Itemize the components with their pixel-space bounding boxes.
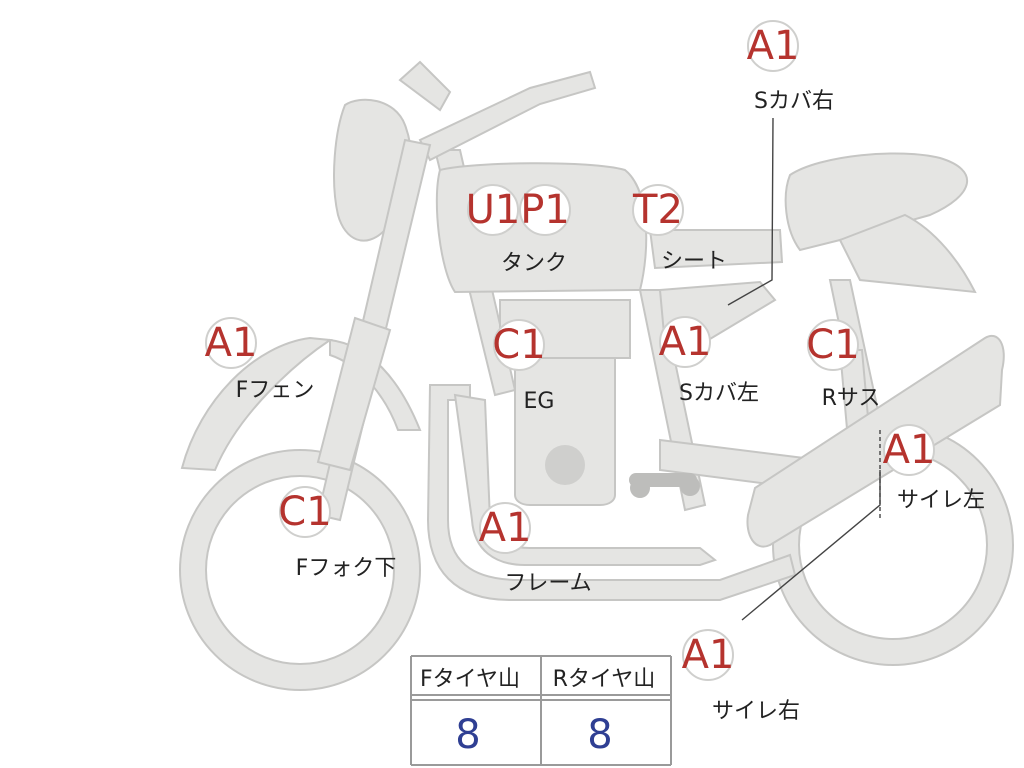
part-s-cover-left: Sカバ左 <box>679 381 759 406</box>
front-fender-shape <box>180 336 333 472</box>
part-f-fender: Fフェン <box>236 378 315 403</box>
grade-muffler-right: A1 <box>682 632 735 678</box>
part-frame: フレーム <box>504 571 591 596</box>
frame-shape <box>426 384 797 601</box>
grade-f-fork-lower: C1 <box>278 489 331 535</box>
part-engine: EG <box>524 389 555 414</box>
label-s-cover-left: A1 Sカバ左 <box>659 316 759 406</box>
part-muffler-left: サイレ左 <box>897 488 985 513</box>
part-s-cover-right: Sカバ右 <box>754 89 834 114</box>
grade-tank-p: P1 <box>520 187 570 233</box>
label-f-fork-lower: C1 Fフォク下 <box>278 486 397 581</box>
part-r-suspension: Rサス <box>822 386 881 411</box>
part-f-fork-lower: Fフォク下 <box>296 556 397 581</box>
motorcycle-silhouette <box>179 60 1014 691</box>
part-muffler-right: サイレ右 <box>712 699 800 724</box>
header-front-tire-tread: Fタイヤ山 <box>420 667 520 692</box>
value-front-tire-tread: 8 <box>455 712 480 758</box>
label-muffler-right: A1 サイレ右 <box>682 629 800 724</box>
tire-tread-table: Fタイヤ山 Rタイヤ山 8 8 <box>410 655 672 767</box>
value-rear-tire-tread: 8 <box>587 712 612 758</box>
muffler-shape <box>746 335 1005 548</box>
grade-tank-u: U1 <box>466 187 521 233</box>
grade-s-cover-left: A1 <box>659 319 712 365</box>
grade-seat: T2 <box>632 187 683 233</box>
part-seat: シート <box>661 249 727 274</box>
label-f-fender: A1 Fフェン <box>205 317 315 403</box>
grade-r-suspension: C1 <box>806 322 859 368</box>
grade-muffler-left: A1 <box>883 427 936 473</box>
grade-frame: A1 <box>479 505 532 551</box>
label-tank: U1 P1 タンク <box>466 184 571 276</box>
grade-engine: C1 <box>492 322 545 368</box>
seat-shape <box>648 229 784 270</box>
label-frame: A1 フレーム <box>479 502 592 596</box>
label-r-suspension: C1 Rサス <box>806 319 881 411</box>
label-s-cover-right: A1 Sカバ右 <box>747 20 834 114</box>
label-seat: T2 シート <box>632 184 727 274</box>
leader-lines <box>727 117 881 621</box>
grade-s-cover-right: A1 <box>747 23 800 69</box>
label-engine: C1 EG <box>492 319 555 414</box>
part-tank: タンク <box>501 251 567 276</box>
grade-f-fender: A1 <box>205 320 258 366</box>
front-wheel <box>179 449 421 691</box>
header-rear-tire-tread: Rタイヤ山 <box>553 667 656 692</box>
label-muffler-left: A1 サイレ左 <box>883 424 985 513</box>
